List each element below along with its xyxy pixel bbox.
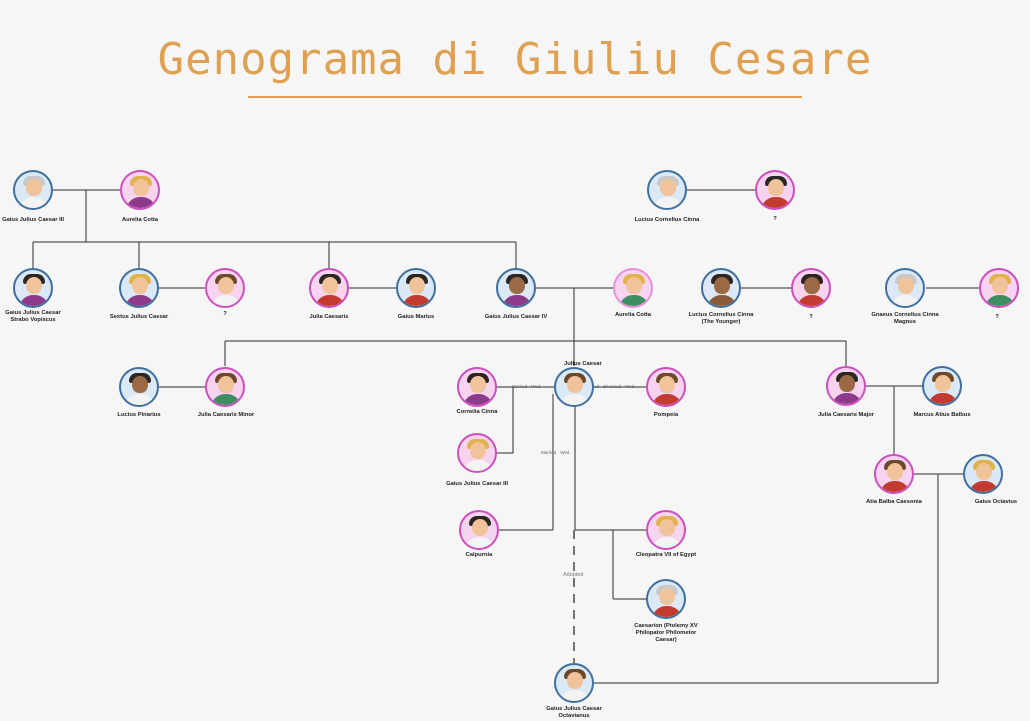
person-node[interactable] [646,510,686,550]
person-node[interactable] [205,268,245,308]
person-name: ? [809,314,813,320]
person-node[interactable] [826,366,866,406]
person-node[interactable] [554,367,594,407]
person-node[interactable] [755,170,795,210]
person-node[interactable] [119,268,159,308]
person-node[interactable] [646,367,686,407]
marriage-label: Married · Wed [541,450,570,455]
person-name: Julia Caesaris [309,314,349,320]
person-name: Pompeia [653,412,679,418]
person-name: ? [223,311,227,317]
person-node[interactable] [963,454,1003,494]
person-node[interactable] [119,367,159,407]
person-name: Gaius Julius Caesar Strabo Vopiscus [5,310,61,323]
person-node[interactable] [13,170,53,210]
person-name: Aurelia Cotta [121,217,159,223]
person-name: Cornelia Cinna [456,409,498,415]
person-name: Gaius Marius [397,314,435,320]
person-name: Calpurnia [465,552,493,558]
person-node[interactable] [457,367,497,407]
adopted-label: Adopted [563,572,584,578]
marriage-label: Married · Divorced · Wed [584,384,635,389]
person-name: Gaius Julius Caesar IV [484,314,548,320]
person-node[interactable] [791,268,831,308]
person-name: Julius Caesar [564,361,602,367]
person-name: Sextus Julius Caesar [109,314,169,320]
title-underline [248,96,802,98]
person-node[interactable] [457,433,497,473]
person-node[interactable] [396,268,436,308]
person-node[interactable] [459,510,499,550]
person-node[interactable] [979,268,1019,308]
person-name: Cleopatra VII of Egypt [635,552,697,558]
person-name: Gnaeus Cornelius Cinna Magnus [871,312,939,325]
person-node[interactable] [647,170,687,210]
person-name: Gaius Julius Caesar Octavianus [546,706,602,719]
person-name: Julia Caesaris Major [817,412,875,418]
person-node[interactable] [496,268,536,308]
person-name: Gaius Octavius [974,499,1018,505]
person-name: Atia Balba Caesonia [866,499,922,505]
person-name: ? [773,216,777,222]
person-node[interactable] [885,268,925,308]
marriage-label: Married · Wed [512,384,541,389]
person-node[interactable] [646,579,686,619]
person-node[interactable] [309,268,349,308]
person-name: Lucius Cornelius Cinna (The Younger) [688,312,754,325]
person-node[interactable] [922,366,962,406]
person-node[interactable] [205,367,245,407]
person-name: Lucius Pinarius [117,412,161,418]
person-name: Aurelia Cotta [614,312,652,318]
person-node[interactable] [120,170,160,210]
person-name: Caesarion (Ptolemy XV Philopator Philome… [634,623,698,643]
person-name: Marcus Atius Balbus [913,412,971,418]
person-name: Lucius Cornelius Cinna [634,217,700,223]
person-name: Julia Caesaris Minor [197,412,255,418]
person-node[interactable] [874,454,914,494]
person-node[interactable] [701,268,741,308]
person-name: Gaius Julius Caesar III [446,481,508,487]
person-node[interactable] [13,268,53,308]
person-node[interactable] [613,268,653,308]
person-name: Gaius Julius Caesar III [2,217,64,223]
person-name: ? [995,314,999,320]
person-node[interactable] [554,663,594,703]
page-title: Genograma di Giuliu Cesare [157,34,873,85]
